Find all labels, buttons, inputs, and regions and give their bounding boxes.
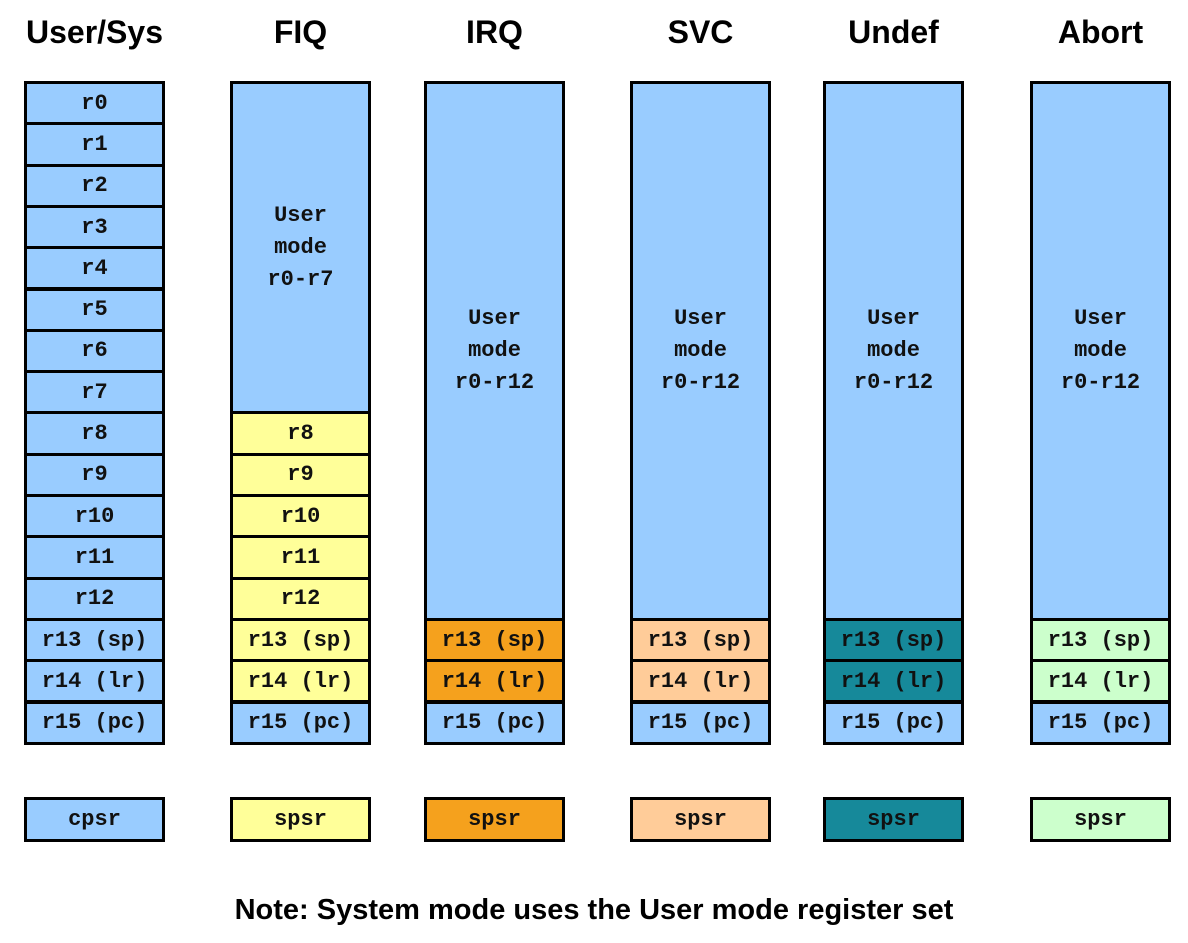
register-r10: r10 <box>230 494 371 539</box>
shared-user-registers: User mode r0-r12 <box>424 81 565 621</box>
shared-label-line: mode <box>867 337 920 363</box>
shared-user-registers: User mode r0-r12 <box>1030 81 1171 621</box>
register-r13: r13 (sp) <box>230 617 371 663</box>
mode-header-svc: SVC <box>667 14 734 50</box>
register-r6: r6 <box>24 328 165 374</box>
status-register-spsr: spsr <box>424 797 565 842</box>
status-register-cpsr: cpsr <box>24 797 165 842</box>
mode-header-fiq: FIQ <box>273 14 328 50</box>
register-r13: r13 (sp) <box>823 617 964 663</box>
register-r8: r8 <box>24 411 165 456</box>
status-register-spsr: spsr <box>823 797 964 842</box>
register-r7: r7 <box>24 370 165 415</box>
register-r13: r13 (sp) <box>24 617 165 663</box>
register-r9: r9 <box>24 452 165 497</box>
register-column-undef: User mode r0-r12 r13 (sp)r14 (lr)r15 (pc) <box>823 81 964 745</box>
shared-label-line: r0-r7 <box>267 266 334 292</box>
shared-user-registers: User mode r0-r12 <box>823 81 964 621</box>
shared-label-line: r0-r12 <box>853 369 934 395</box>
register-r11: r11 <box>230 535 371 580</box>
register-r0: r0 <box>24 81 165 126</box>
register-r12: r12 <box>24 576 165 621</box>
register-r13: r13 (sp) <box>630 617 771 663</box>
shared-label-line: r0-r12 <box>454 369 535 395</box>
shared-label-line: mode <box>274 234 327 260</box>
mode-header-abort: Abort <box>1057 14 1144 50</box>
register-r14: r14 (lr) <box>230 659 371 704</box>
system-mode-note: Note: System mode uses the User mode reg… <box>234 894 954 926</box>
shared-label-line: mode <box>1074 337 1127 363</box>
shared-label-line: User <box>274 202 327 228</box>
shared-label-line: r0-r12 <box>660 369 741 395</box>
shared-label-line: User <box>867 305 920 331</box>
register-r9: r9 <box>230 452 371 497</box>
register-r15: r15 (pc) <box>630 700 771 745</box>
register-column-irq: User mode r0-r12 r13 (sp)r14 (lr)r15 (pc) <box>424 81 565 745</box>
status-register-spsr: spsr <box>630 797 771 842</box>
status-register-spsr: spsr <box>230 797 371 842</box>
register-r4: r4 <box>24 246 165 291</box>
register-r5: r5 <box>24 287 165 332</box>
register-r15: r15 (pc) <box>24 700 165 745</box>
register-r1: r1 <box>24 122 165 167</box>
mode-header-irq: IRQ <box>466 14 523 50</box>
register-r12: r12 <box>230 576 371 621</box>
register-r14: r14 (lr) <box>823 659 964 704</box>
register-r14: r14 (lr) <box>1030 659 1171 704</box>
register-column-svc: User mode r0-r12 r13 (sp)r14 (lr)r15 (pc) <box>630 81 771 745</box>
register-r14: r14 (lr) <box>24 659 165 704</box>
shared-label-line: User <box>468 305 521 331</box>
mode-header-undef: Undef <box>848 14 939 50</box>
register-r14: r14 (lr) <box>424 659 565 704</box>
register-r15: r15 (pc) <box>230 700 371 745</box>
shared-user-registers: User mode r0-r7 <box>230 81 371 415</box>
register-r13: r13 (sp) <box>424 617 565 663</box>
shared-label-line: r0-r12 <box>1060 369 1141 395</box>
shared-label-line: User <box>674 305 727 331</box>
mode-header-usersys: User/Sys <box>26 14 163 50</box>
shared-label-line: mode <box>468 337 521 363</box>
register-r15: r15 (pc) <box>823 700 964 745</box>
register-r11: r11 <box>24 535 165 580</box>
register-r15: r15 (pc) <box>424 700 565 745</box>
register-r14: r14 (lr) <box>630 659 771 704</box>
shared-user-registers: User mode r0-r12 <box>630 81 771 621</box>
status-register-spsr: spsr <box>1030 797 1171 842</box>
register-r3: r3 <box>24 204 165 250</box>
register-r8: r8 <box>230 411 371 456</box>
register-column-abort: User mode r0-r12 r13 (sp)r14 (lr)r15 (pc) <box>1030 81 1171 745</box>
register-r10: r10 <box>24 494 165 539</box>
register-r2: r2 <box>24 163 165 208</box>
register-r15: r15 (pc) <box>1030 700 1171 745</box>
shared-label-line: mode <box>674 337 727 363</box>
shared-label-line: User <box>1074 305 1127 331</box>
register-r13: r13 (sp) <box>1030 617 1171 663</box>
